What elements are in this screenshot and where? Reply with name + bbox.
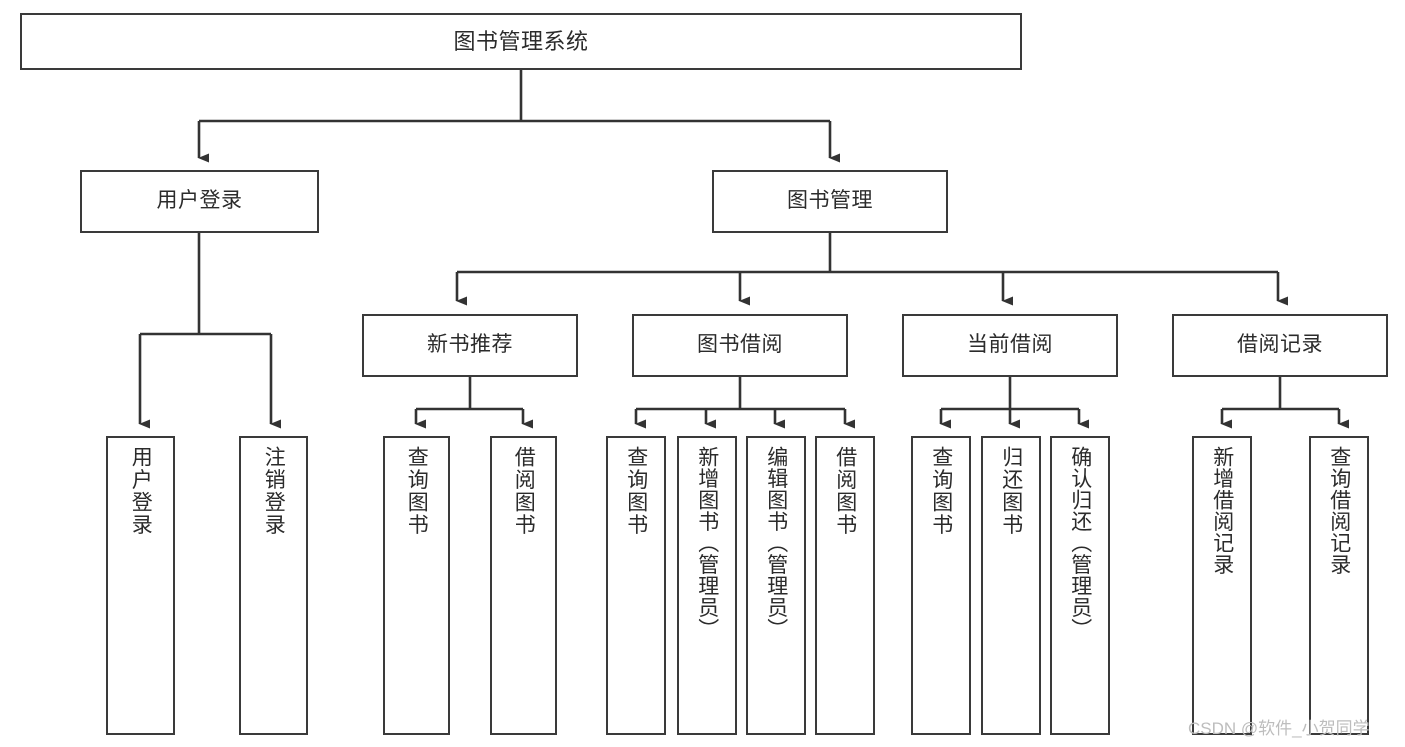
node-leaf-add-record[interactable]: 新增借阅记录: [1192, 436, 1252, 735]
node-leaf-confirm-return[interactable]: 确认归还（管理员）: [1050, 436, 1110, 735]
node-leaf-user-login[interactable]: 用户登录: [106, 436, 175, 735]
node-label: 借阅记录: [1237, 333, 1323, 357]
node-label: 图书管理: [787, 189, 873, 213]
node-user-login[interactable]: 用户登录: [80, 170, 319, 233]
node-label: 图书管理系统: [453, 28, 589, 54]
node-leaf-return-book[interactable]: 归还图书: [981, 436, 1041, 735]
node-label: 新增图书（管理员）: [695, 446, 719, 640]
node-new-book-recommend[interactable]: 新书推荐: [362, 314, 578, 377]
node-label: 编辑图书（管理员）: [764, 446, 788, 640]
node-leaf-query-book-3[interactable]: 查询图书: [911, 436, 971, 735]
node-label: 当前借阅: [967, 333, 1053, 357]
node-label: 新书推荐: [427, 333, 513, 357]
node-book-borrow[interactable]: 图书借阅: [632, 314, 848, 377]
node-label: 查询图书: [624, 446, 648, 536]
node-label: 借阅图书: [833, 446, 857, 536]
node-leaf-borrow-book-2[interactable]: 借阅图书: [815, 436, 875, 735]
node-label: 图书借阅: [697, 333, 783, 357]
node-root-book-management-system[interactable]: 图书管理系统: [20, 13, 1022, 70]
node-label: 用户登录: [156, 189, 243, 213]
node-label: 归还图书: [999, 446, 1023, 536]
node-leaf-borrow-book-1[interactable]: 借阅图书: [490, 436, 557, 735]
node-label: 新增借阅记录: [1210, 446, 1234, 575]
node-label: 注销登录: [262, 446, 286, 536]
node-label: 用户登录: [129, 446, 153, 536]
node-borrow-record[interactable]: 借阅记录: [1172, 314, 1388, 377]
node-leaf-edit-book[interactable]: 编辑图书（管理员）: [746, 436, 806, 735]
node-label: 查询图书: [405, 446, 429, 536]
node-leaf-logout-login[interactable]: 注销登录: [239, 436, 308, 735]
node-current-borrow[interactable]: 当前借阅: [902, 314, 1118, 377]
node-leaf-query-book-2[interactable]: 查询图书: [606, 436, 666, 735]
node-label: 借阅图书: [512, 446, 536, 536]
node-leaf-query-book-1[interactable]: 查询图书: [383, 436, 450, 735]
node-label: 查询借阅记录: [1327, 446, 1351, 575]
node-label: 确认归还（管理员）: [1068, 446, 1092, 640]
csdn-watermark: CSDN @软件_小贺同学: [1188, 719, 1370, 738]
node-leaf-add-book[interactable]: 新增图书（管理员）: [677, 436, 737, 735]
node-book-management[interactable]: 图书管理: [712, 170, 948, 233]
node-leaf-query-record[interactable]: 查询借阅记录: [1309, 436, 1369, 735]
node-label: 查询图书: [929, 446, 953, 536]
